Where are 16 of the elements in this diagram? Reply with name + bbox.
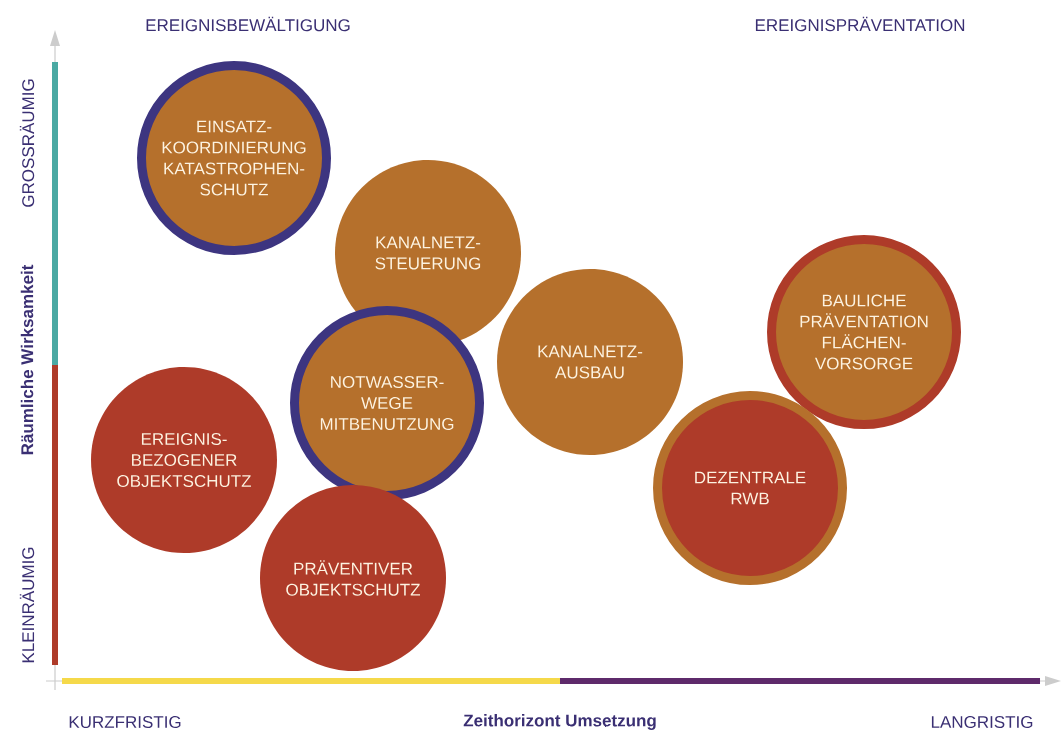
category-heading: EREIGNISPRÄVENTATION (755, 16, 965, 32)
axis-label: KLEINRÄUMIG (19, 547, 35, 663)
bubble: PRÄVENTIVER OBJEKTSCHUTZ (260, 485, 446, 671)
axis-label: LANGRISTIG (931, 716, 1033, 729)
node-label: KANALNETZ- STEUERUNG (375, 236, 481, 270)
bubble: NOTWASSER- WEGE MITBENUTZUNG (290, 306, 484, 500)
bubble: KANALNETZ- AUSBAU (497, 269, 683, 455)
axis-title: Räumliche Wirksamkeit (20, 264, 34, 455)
axis-title: Zeithorizont Umsetzung (463, 714, 656, 730)
category-heading: EREIGNISBEWÄLTIGUNG (146, 16, 350, 32)
bubble: DEZENTRALE RWB (653, 391, 847, 585)
bubble: BAULICHE PRÄVENTATION FLÄCHEN- VORSORGE (767, 235, 961, 429)
axis-label: GROSSRÄUMIG (19, 79, 35, 207)
bubble: EREIGNIS- BEZOGENER OBJEKTSCHUTZ (91, 367, 277, 553)
axis-label: KURZFRISTIG (69, 716, 181, 729)
bubble: EINSATZ- KOORDINIERUNG KATASTROPHEN- SCHUTZ (137, 61, 331, 255)
